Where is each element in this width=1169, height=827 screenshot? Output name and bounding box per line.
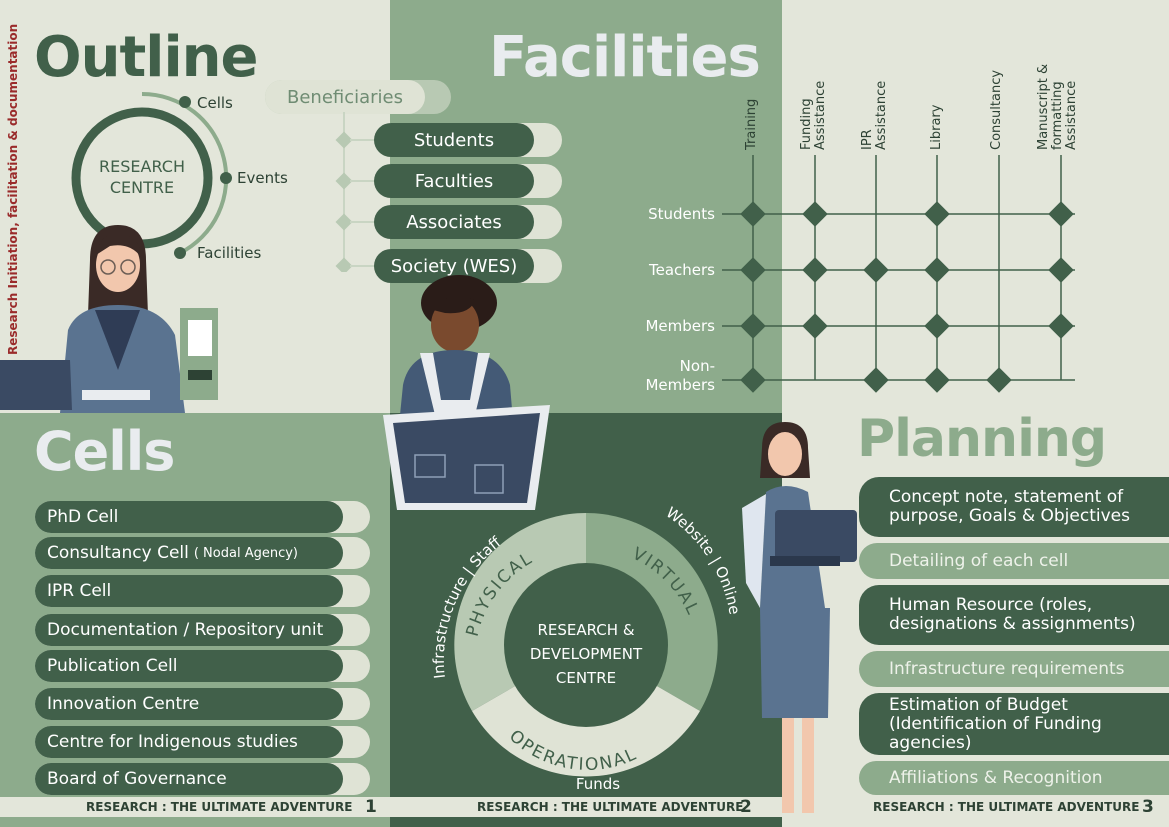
cell-documentation[interactable]: Documentation / Repository unit <box>35 614 370 646</box>
cell-innovation[interactable]: Innovation Centre <box>35 688 370 720</box>
cell-indigenous[interactable]: Centre for Indigenous studies <box>35 726 370 758</box>
matrix-diamond-marker <box>740 367 766 393</box>
node-dot-events <box>220 172 232 184</box>
cell-consultancy[interactable]: Consultancy Cell( Nodal Agency) <box>35 537 370 569</box>
matrix-diamond-marker <box>1048 201 1074 227</box>
facilities-matrix-bg <box>782 0 1169 413</box>
beneficiaries-header-fill: Beneficiaries <box>265 80 425 114</box>
rnd-funds-label: Funds <box>575 775 621 793</box>
matrix-diamond-marker <box>802 313 828 339</box>
cell-governance[interactable]: Board of Governance <box>35 763 370 795</box>
plan-budget[interactable]: Estimation of Budget(Identification of F… <box>859 693 1169 755</box>
matrix-diamond-marker <box>802 201 828 227</box>
footer-text-2: RESEARCH : THE ULTIMATE ADVENTURE <box>477 800 744 814</box>
matrix-diamond-marker <box>986 367 1012 393</box>
matrix-diamond-marker <box>863 367 889 393</box>
matrix-diamond-marker <box>802 257 828 283</box>
plan-human-resource[interactable]: Human Resource (roles,designations & ass… <box>859 585 1169 645</box>
centre-label-2: CENTRE <box>109 178 175 197</box>
row-label-nonmembers: Non- Members <box>645 357 715 394</box>
beneficiary-students: Students <box>374 123 562 157</box>
node-label-facilities: Facilities <box>197 244 262 262</box>
matrix-diamond-marker <box>1048 257 1074 283</box>
donut-center <box>504 563 668 727</box>
woman-blueprint-illustration <box>383 275 550 510</box>
plan-detailing[interactable]: Detailing of each cell <box>859 543 1169 579</box>
node-label-cells: Cells <box>197 94 233 112</box>
woman-tablet-illustration <box>742 422 857 813</box>
matrix-diamond-marker <box>924 313 950 339</box>
matrix-diamond-marker <box>924 257 950 283</box>
beneficiary-faculties: Faculties <box>374 164 562 198</box>
woman-laptop-illustration <box>0 225 218 413</box>
matrix-diamond-marker <box>740 313 766 339</box>
matrix-diamond-marker <box>924 367 950 393</box>
matrix-diamond-marker <box>1048 313 1074 339</box>
rnd-centre-label: RESEARCH & DEVELOPMENT CENTRE <box>529 621 643 687</box>
plan-infrastructure[interactable]: Infrastructure requirements <box>859 651 1169 687</box>
cells-title: Cells <box>34 420 175 483</box>
footer-page-1: 1 <box>365 797 377 817</box>
node-dot-facilities <box>174 247 186 259</box>
footer-bar-1 <box>0 797 390 817</box>
matrix-diamond-marker <box>924 201 950 227</box>
planning-title: Planning <box>857 409 1107 469</box>
row-label-students: Students <box>648 205 715 223</box>
cell-ipr[interactable]: IPR Cell <box>35 575 370 607</box>
facilities-matrix <box>722 155 1075 393</box>
cell-phd[interactable]: PhD Cell <box>35 501 370 533</box>
node-dot-cells <box>179 96 191 108</box>
plan-affiliations[interactable]: Affiliations & Recognition <box>859 761 1169 795</box>
beneficiaries-connector <box>335 112 376 272</box>
footer-page-2: 2 <box>740 797 752 817</box>
rnd-donut: PHYSICAL VIRTUAL OPERATIONAL Infrastruct… <box>430 503 744 777</box>
cell-publication[interactable]: Publication Cell <box>35 650 370 682</box>
outer-arc <box>141 91 229 255</box>
footer-page-3: 3 <box>1142 797 1154 817</box>
matrix-diamond-marker <box>740 257 766 283</box>
facilities-title: Facilities <box>489 25 761 90</box>
outline-title: Outline <box>34 25 258 90</box>
beneficiary-associates: Associates <box>374 205 562 239</box>
row-label-members: Members <box>645 317 715 335</box>
footer-text-1: RESEARCH : THE ULTIMATE ADVENTURE <box>86 800 353 814</box>
row-label-teachers: Teachers <box>649 261 715 279</box>
matrix-diamond-marker <box>740 201 766 227</box>
matrix-diamond-marker <box>863 257 889 283</box>
centre-label-1: RESEARCH <box>99 157 185 176</box>
node-label-events: Events <box>237 169 288 187</box>
beneficiaries-header: Beneficiaries <box>265 80 451 114</box>
footer-bar-2 <box>390 797 782 817</box>
footer-text-3: RESEARCH : THE ULTIMATE ADVENTURE <box>873 800 1140 814</box>
